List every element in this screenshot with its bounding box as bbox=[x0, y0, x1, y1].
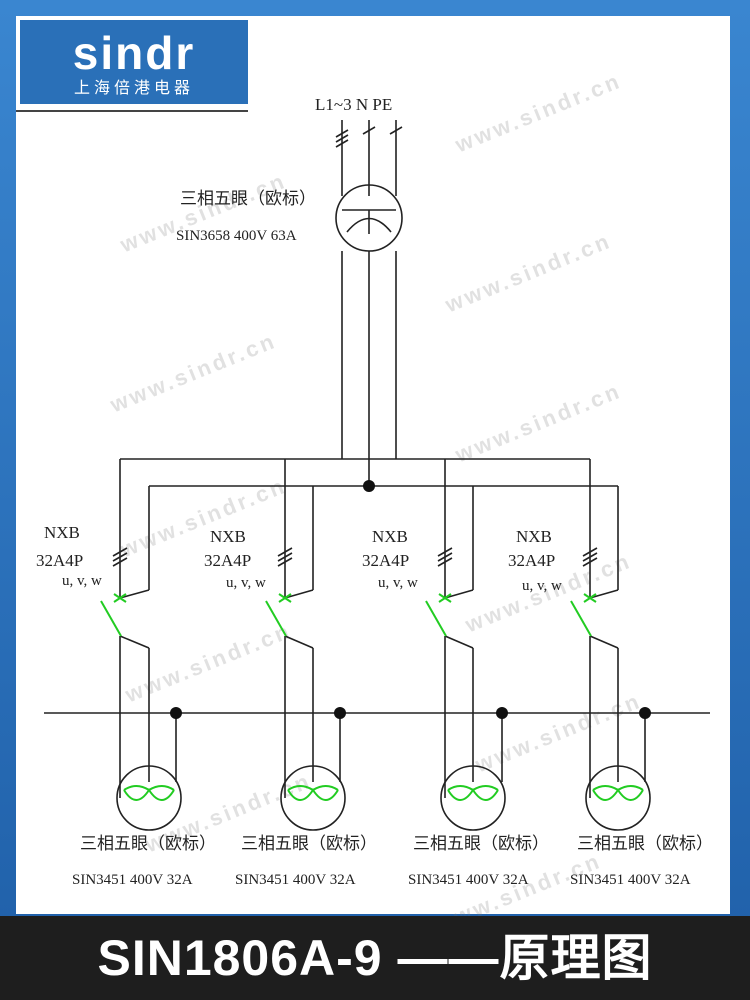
breaker-phases: u, v, w bbox=[226, 575, 266, 591]
socket-name: 三相五眼（欧标） bbox=[241, 834, 377, 853]
tick-mark bbox=[335, 129, 349, 138]
breaker-switch bbox=[100, 593, 175, 801]
breaker-rating: 32A4P bbox=[508, 551, 555, 570]
breaker-model: NXB bbox=[372, 527, 408, 546]
breaker-rating: 32A4P bbox=[36, 551, 83, 570]
breaker-switch bbox=[425, 593, 499, 801]
breaker-phases: u, v, w bbox=[378, 575, 418, 591]
logo-subtitle: 上海倍港电器 bbox=[73, 78, 194, 97]
inlet-spec: SIN3658 400V 63A bbox=[176, 228, 297, 244]
footer-bar: SIN1806A-9 ——原理图 bbox=[0, 916, 750, 1000]
junction-dot bbox=[639, 707, 651, 719]
tick-mark bbox=[389, 126, 403, 135]
junction-dot bbox=[170, 707, 182, 719]
branch-3 bbox=[437, 459, 506, 831]
breaker-model: NXB bbox=[44, 523, 80, 542]
branch-4 bbox=[582, 459, 651, 831]
junction-dot bbox=[363, 480, 375, 492]
tick-mark bbox=[335, 134, 349, 143]
socket-name: 三相五眼（欧标） bbox=[577, 834, 713, 853]
inlet-name: 三相五眼（欧标） bbox=[180, 189, 316, 208]
junction-dot bbox=[496, 707, 508, 719]
socket-spec: SIN3451 400V 32A bbox=[72, 872, 193, 888]
branch-2 bbox=[277, 459, 346, 831]
breaker-model: NXB bbox=[210, 527, 246, 546]
breaker-phases: u, v, w bbox=[522, 578, 562, 594]
footer-title: SIN1806A-9 ——原理图 bbox=[97, 930, 653, 986]
breaker-phases: u, v, w bbox=[62, 573, 102, 589]
breaker-rating: 32A4P bbox=[362, 551, 409, 570]
wiring-diagram: L1~3 N PE 三相五眼（欧标） SIN3658 400V 63A NXB … bbox=[36, 95, 713, 888]
supply-label: L1~3 N PE bbox=[315, 95, 392, 114]
socket-name: 三相五眼（欧标） bbox=[80, 834, 216, 853]
breaker-model: NXB bbox=[516, 527, 552, 546]
socket-spec: SIN3451 400V 32A bbox=[408, 872, 529, 888]
diagram-sheet bbox=[16, 16, 730, 914]
tick-mark bbox=[362, 126, 376, 135]
socket-spec: SIN3451 400V 32A bbox=[570, 872, 691, 888]
socket-spec: SIN3451 400V 32A bbox=[235, 872, 356, 888]
tick-mark bbox=[335, 139, 349, 148]
branch-1 bbox=[112, 459, 182, 831]
breaker-switch bbox=[265, 593, 339, 801]
socket-name: 三相五眼（欧标） bbox=[413, 834, 549, 853]
breaker-switch bbox=[570, 593, 644, 801]
junction-dot bbox=[334, 707, 346, 719]
logo-underline bbox=[16, 110, 248, 112]
brand-logo: sindr 上海倍港电器 bbox=[20, 20, 248, 104]
logo-brand-text: sindr bbox=[72, 27, 196, 79]
breaker-rating: 32A4P bbox=[204, 551, 251, 570]
